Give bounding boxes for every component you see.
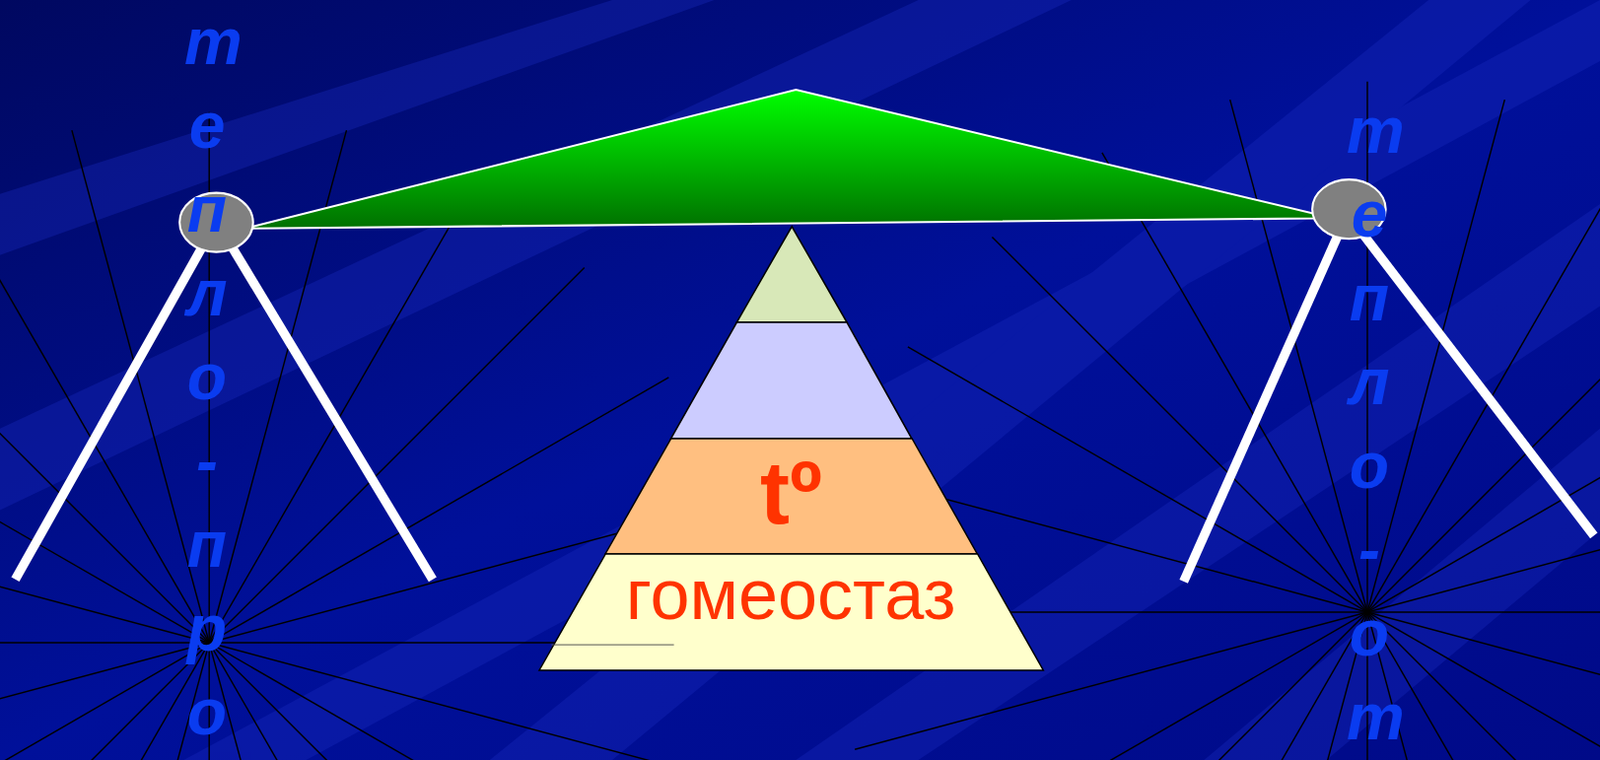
band-polygon: [605, 438, 977, 555]
burst-ray: [1367, 611, 1600, 613]
vertical-label: тепло-от: [1346, 88, 1392, 760]
streak: [1203, 428, 1600, 760]
starburst-lines: [0, 81, 1600, 760]
string-line: [224, 234, 433, 580]
temperature-band: tº: [605, 438, 977, 555]
band-text: гомеостаз: [626, 554, 957, 635]
scale-beam: [253, 89, 1318, 229]
string-line: [1183, 226, 1342, 582]
burst-ray: [208, 642, 475, 760]
burst-ray: [208, 642, 347, 760]
string-line: [15, 234, 210, 580]
homeostasis-band: гомеостаз: [539, 554, 1044, 671]
streak: [183, 0, 1600, 760]
burst-ray: [208, 267, 585, 643]
burst-ray: [0, 267, 209, 643]
burst-ray: [1367, 152, 1600, 613]
streak: [0, 0, 1072, 510]
string-line: [1357, 226, 1595, 537]
burst-ray: [0, 641, 209, 643]
band-line: [551, 644, 674, 646]
vertical-label: тепло-про: [184, 0, 230, 755]
burst-ray: [0, 642, 209, 760]
streak: [489, 0, 1531, 760]
burst-ray: [1367, 236, 1600, 613]
burst-ray: [0, 642, 209, 760]
band-text: tº: [760, 442, 823, 545]
burst-ray: [1367, 612, 1600, 760]
pyramid-band: [670, 322, 911, 439]
burst-ray: [1230, 99, 1368, 613]
burst-ray: [1367, 612, 1600, 760]
burst-ray: [1367, 612, 1600, 760]
burst-ray: [208, 642, 585, 760]
pyramid-top: [736, 226, 847, 323]
burst-ray: [208, 183, 475, 643]
band-polygon: [539, 554, 1044, 671]
burst-ray: [991, 612, 1368, 760]
